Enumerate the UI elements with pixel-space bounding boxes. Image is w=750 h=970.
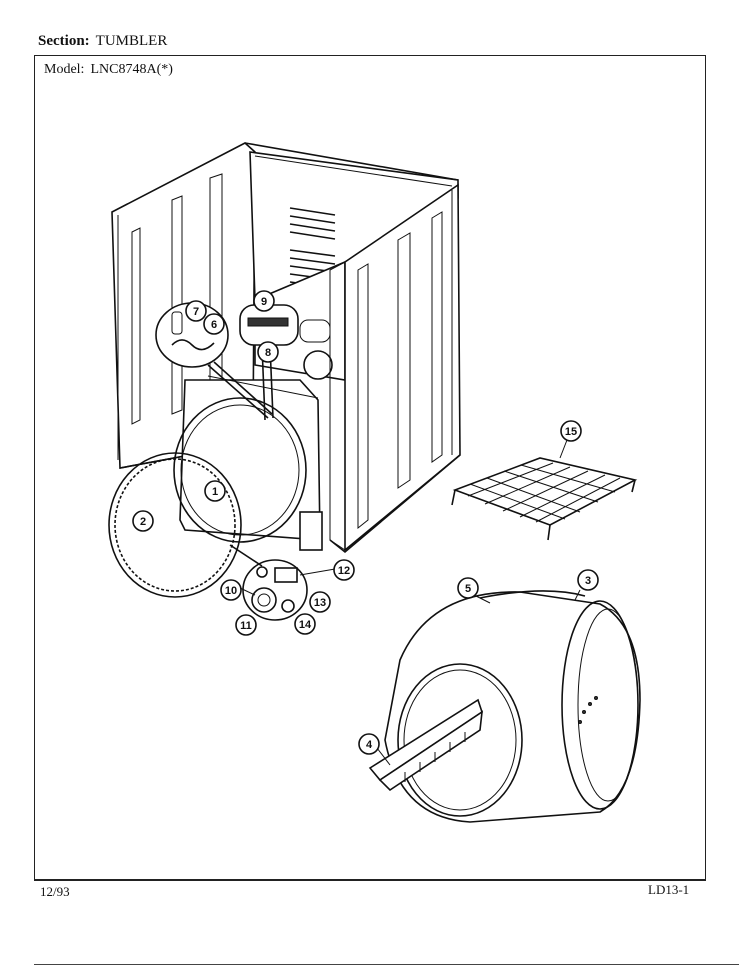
revision-date: 12/93 (40, 884, 70, 899)
footer-rule (34, 964, 739, 965)
svg-text:6: 6 (211, 319, 217, 331)
svg-text:1: 1 (212, 486, 218, 498)
drive-belt-icon (108, 452, 242, 598)
callout-5: 5 (457, 577, 479, 599)
svg-text:9: 9 (261, 296, 267, 308)
svg-text:11: 11 (240, 620, 252, 632)
svg-text:10: 10 (225, 585, 237, 597)
callout-4: 4 (358, 733, 380, 755)
callout-10: 10 (220, 579, 242, 601)
svg-text:2: 2 (140, 516, 146, 528)
back-port-circle (303, 350, 333, 380)
front-bulkhead-icon (173, 375, 323, 551)
page-id: LD13-1 (648, 882, 690, 897)
callout-6: 6 (203, 313, 225, 335)
svg-text:5: 5 (465, 583, 471, 595)
svg-text:13: 13 (314, 597, 326, 609)
callout-15: 15 (560, 420, 582, 442)
model-value: LNC8748A(*) (90, 62, 173, 77)
callout-14: 14 (294, 613, 316, 635)
callout-13: 13 (309, 591, 331, 613)
svg-text:7: 7 (193, 306, 199, 318)
bottom-rule (34, 879, 706, 881)
tumbler-drum-icon (384, 590, 641, 823)
svg-text:4: 4 (366, 739, 373, 751)
motor-pulley-icon (229, 544, 308, 621)
callout-11: 11 (235, 614, 257, 636)
section-heading: Section: TUMBLER (38, 33, 167, 50)
callout-8: 8 (257, 341, 279, 363)
svg-text:3: 3 (585, 575, 591, 587)
callout-1: 1 (204, 480, 226, 502)
section-value: TUMBLER (95, 33, 168, 49)
callout-2: 2 (132, 510, 154, 532)
model-label: Model: (44, 62, 85, 77)
drying-rack-icon (451, 457, 638, 541)
svg-text:14: 14 (299, 619, 312, 631)
callout-3: 3 (577, 569, 599, 591)
callout-9: 9 (253, 290, 275, 312)
svg-text:8: 8 (265, 347, 271, 359)
drum-baffle-icon (368, 698, 483, 792)
section-label: Section: (38, 33, 90, 49)
model-heading: Model: LNC8748A(*) (44, 62, 173, 78)
callout-7: 7 (185, 300, 207, 322)
callout-12: 12 (333, 559, 355, 581)
svg-text:12: 12 (338, 565, 350, 577)
svg-text:15: 15 (565, 426, 577, 438)
